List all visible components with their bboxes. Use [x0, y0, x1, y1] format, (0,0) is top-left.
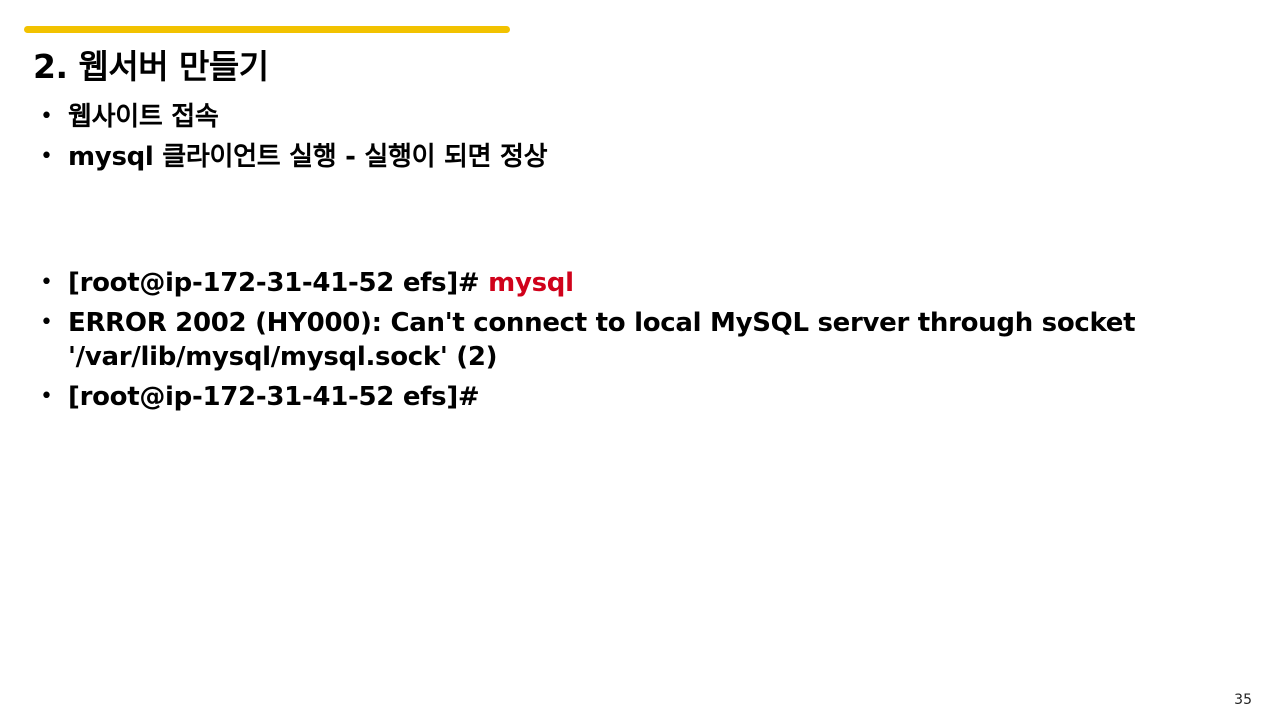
bullet-item: • [root@ip-172-31-41-52 efs]# — [40, 380, 1180, 414]
title-accent-bar — [24, 26, 510, 33]
bullet-item: • ERROR 2002 (HY000): Can't connect to l… — [40, 306, 1180, 374]
bullet-icon: • — [40, 310, 53, 335]
bullet-icon: • — [40, 270, 53, 295]
error-message: ERROR 2002 (HY000): Can't connect to loc… — [68, 308, 1136, 372]
slide-title: 2. 웹서버 만들기 — [33, 47, 269, 86]
console-prompt: [root@ip-172-31-41-52 efs]# — [68, 382, 480, 412]
bullet-icon: • — [40, 144, 53, 169]
bullet-list-intro: • 웹사이트 접속 • mysql 클라이언트 실행 - 실행이 되면 정상 — [40, 100, 1180, 180]
bullet-item: • [root@ip-172-31-41-52 efs]# mysql — [40, 266, 1180, 300]
bullet-text: mysql 클라이언트 실행 - 실행이 되면 정상 — [68, 142, 548, 172]
bullet-list-console: • [root@ip-172-31-41-52 efs]# mysql • ER… — [40, 266, 1180, 420]
bullet-item: • 웹사이트 접속 — [40, 100, 1180, 134]
bullet-text: 웹사이트 접속 — [68, 102, 219, 132]
page-number: 35 — [1234, 692, 1252, 708]
console-prompt: [root@ip-172-31-41-52 efs]# — [68, 268, 480, 298]
bullet-icon: • — [40, 384, 53, 409]
bullet-icon: • — [40, 104, 53, 129]
console-command: mysql — [488, 268, 574, 298]
bullet-item: • mysql 클라이언트 실행 - 실행이 되면 정상 — [40, 140, 1180, 174]
